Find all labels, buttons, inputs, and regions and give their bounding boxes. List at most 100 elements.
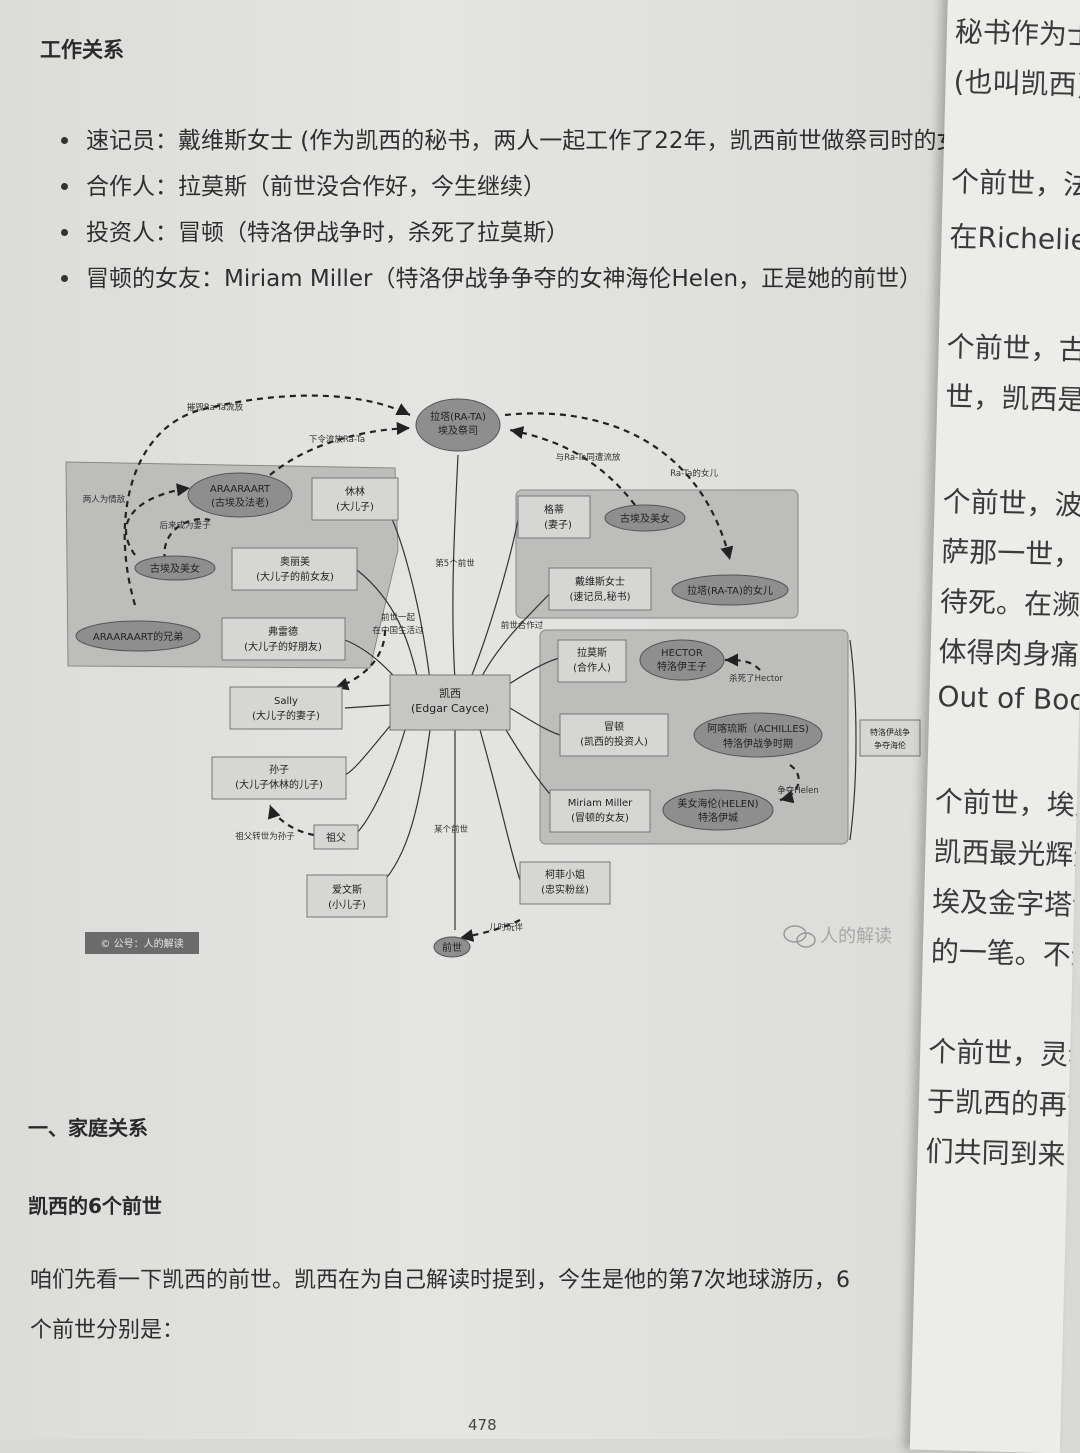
node-aiwensi: 爱文斯 [332,883,362,896]
adjacent-page-line: 个前世，埃及 [934,784,1080,823]
edge-label: 与Ra-Ta同遭流放 [556,452,621,463]
svg-text:(冒顿的女友): (冒顿的女友) [571,811,629,824]
edge-label: 前世合作过 [501,620,544,631]
bullet-text: 合作人：拉莫斯（前世没合作好，今生继续） [86,174,546,200]
bullet-icon [61,229,68,236]
edge-label: 杀死了Hector [729,673,783,684]
node-ameili: 奥丽美 [280,555,310,568]
svg-text:(大儿子休林的儿子): (大儿子休林的儿子) [235,778,323,791]
node-davis: 戴维斯女士 [575,575,625,588]
node-rata: 拉塔(RA-TA) [430,410,486,423]
edge-label: 下令流放Ra-Ta [309,434,365,445]
bullet-text: 冒顿的女友：Miriam Miller（特洛伊战争争夺的女神海伦Helen，正是… [86,266,923,292]
paragraph-line: 咱们先看一下凯西的前世。凯西在为自己解读时提到，今生是他的第7次地球游历，6 [30,1268,850,1293]
node-rata-daughter: 拉塔(RA-TA)的女儿 [687,584,773,597]
work-relations-list: 速记员：戴维斯女士 (作为凯西的秘书，两人一起工作了22年，凯西前世做祭司时的女… [55,118,955,302]
relationship-diagram: 拉塔(RA-TA) 埃及祭司 ARAARAART (古埃及法老) 休林 (大儿子… [65,394,921,958]
section-heading-work: 工作关系 [40,38,124,62]
node-miss-ke: 柯菲小姐 [545,868,585,881]
svg-text:(大儿子的好朋友): (大儿子的好朋友) [244,640,322,653]
edge-label: 两人为情敌 [83,494,126,505]
bullet-text: 速记员：戴维斯女士 (作为凯西的秘书，两人一起工作了22年，凯西前世做祭司时的女… [86,128,955,154]
adjacent-page-line: 个前世，法国， [950,165,1080,204]
adjacent-page-line: 待死。在濒死 [939,585,1080,623]
page-number: 478 [468,1416,497,1434]
bullet-icon [61,183,68,190]
bullet-text: 投资人：冒顿（特洛伊战争时，杀死了拉莫斯） [86,220,569,246]
paragraph-line: 个前世分别是： [30,1318,185,1343]
watermark-badge [85,932,199,954]
svg-text:(大儿子的妻子): (大儿子的妻子) [252,709,320,722]
node-grandfather: 祖父 [326,831,346,844]
edge-label: 摧毁Ra-Ta流放 [187,402,244,413]
adjacent-page-line: Out of Bod [937,679,1080,717]
edge-label: 在中国生活过 [372,625,424,636]
adjacent-page-line: 个前世，波斯 [942,485,1080,523]
adjacent-page-line: 萨那一世，凯 [940,535,1080,573]
svg-text:埃及祭司: 埃及祭司 [438,424,478,437]
adjacent-page-line: 个前世，灵魂 [927,1034,1080,1073]
adjacent-page-line: 体得肉身痛苦 [938,634,1080,673]
subheading-six-lives: 凯西的6个前世 [28,1194,162,1218]
adjacent-page-line: 世，凯西是亚 [944,380,1080,418]
watermark-right: 人的解读 [820,926,892,947]
svg-text:(大儿子): (大儿子) [336,500,374,513]
svg-text:(Edgar Cayce): (Edgar Cayce) [411,702,489,715]
bullet-icon [61,275,68,282]
node-grandson: 孙子 [269,763,289,776]
adjacent-page-line: (也叫凯西)。 [953,65,1080,103]
list-item: 合作人：拉莫斯（前世没合作好，今生继续） [55,164,955,210]
node-araaraart: ARAARAART [210,484,271,495]
chat-bubble-icon [783,925,816,948]
edge-label: 儿时玩伴 [489,922,524,933]
svg-text:(忠实粉丝): (忠实粉丝) [541,883,589,896]
svg-text:特洛伊王子: 特洛伊王子 [657,660,707,673]
adjacent-page-line: 于凯西的再前一 [926,1084,1080,1123]
edge-label: 祖父转世为孙子 [235,831,295,842]
node-hector: HECTOR [661,648,703,659]
svg-text:(古埃及法老): (古埃及法老) [211,496,269,509]
node-egypt-beauty-2: 古埃及美女 [620,512,670,525]
edge-label: 前世一起 [381,612,416,623]
edge-label: 某个前世 [434,824,469,835]
node-egypt-beauty: 古埃及美女 [150,562,200,575]
book-page: 工作关系 速记员：戴维斯女士 (作为凯西的秘书，两人一起工作了22年，凯西前世做… [0,0,955,1439]
node-xuelei: 弗雷德 [268,625,298,638]
node-achilles: 阿喀琉斯（ACHILLES) [707,722,809,735]
node-miriam: Miriam Miller [568,798,633,809]
list-item: 速记员：戴维斯女士 (作为凯西的秘书，两人一起工作了22年，凯西前世做祭司时的女… [55,118,955,164]
adjacent-page-line: 在Richelieu ( [949,220,1080,258]
svg-text:争夺海伦: 争夺海伦 [874,740,906,750]
svg-text:特洛伊战争时期: 特洛伊战争时期 [723,737,793,750]
svg-text:(凯西的投资人): (凯西的投资人) [580,735,648,748]
list-item: 投资人：冒顿（特洛伊战争时，杀死了拉莫斯） [55,210,955,256]
svg-text:(妻子): (妻子) [544,518,572,531]
svg-text:(合作人): (合作人) [573,661,611,674]
edge-label: 争夺Helen [777,785,819,796]
svg-text:(大儿子的前女友): (大儿子的前女友) [256,570,334,583]
node-trojan-note: 特洛伊战争 [870,727,910,737]
node-maodun: 冒顿 [604,720,624,733]
node-helen: 美女海伦(HELEN) [677,797,758,810]
node-cayce: 凯西 [439,687,461,700]
node-xiulin: 休林 [345,485,365,498]
node-brother: ARAARAART的兄弟 [93,630,183,643]
node-previous-life: 前世 [442,941,462,954]
svg-text:(速记员,秘书): (速记员,秘书) [570,590,631,603]
node-sally: Sally [274,696,298,707]
list-item: 冒顿的女友：Miriam Miller（特洛伊战争争夺的女神海伦Helen，正是… [55,256,955,302]
section-heading-family: 一、家庭关系 [28,1116,148,1140]
adjacent-page-line: 凯西最光辉灿 [933,834,1080,873]
bullet-icon [61,137,68,144]
edge-label: Ra-Ta的女儿 [670,468,718,479]
adjacent-page-line: 埃及金字塔设 [931,884,1080,923]
node-lamosi: 拉莫斯 [577,646,607,659]
adjacent-page-line: 秘书作为士兵 [954,15,1080,53]
adjacent-page-line: 个前世，古希腊 [946,330,1080,369]
edge-label: 后来成为妻子 [159,520,211,531]
svg-text:(小儿子): (小儿子) [328,899,366,911]
adjacent-page-line: 们共同到来， [925,1134,1080,1173]
edge-label: 第5个前世 [435,558,475,569]
svg-text:特洛伊城: 特洛伊城 [698,811,738,824]
node-wife: 格蒂 [544,503,564,516]
